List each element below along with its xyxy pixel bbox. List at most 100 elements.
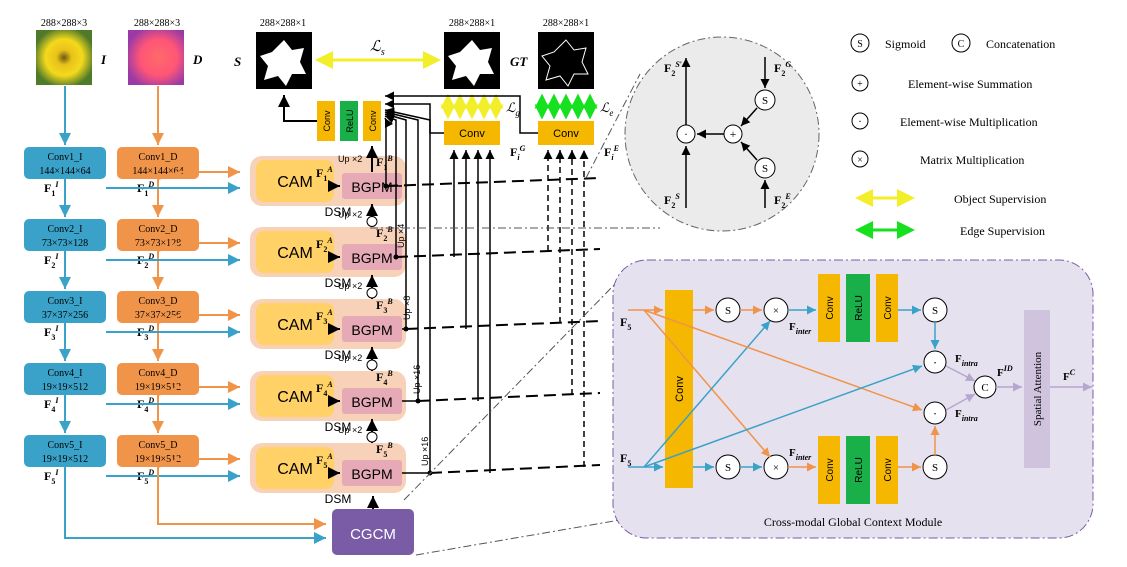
cgcm-mult-bottom [923, 401, 947, 425]
rgb-encoder-name: Conv5_I [48, 440, 83, 451]
cgcm-bottom-relu-label: ReLU [854, 457, 865, 483]
zoom-mult-sym: · [684, 127, 688, 141]
cam-label: CAM [277, 245, 313, 262]
fa-label: F2A [316, 236, 333, 254]
cam-label: CAM [277, 389, 313, 406]
saliency-shape [260, 40, 306, 86]
depth-encoder-size: 37×37×256 [135, 310, 181, 321]
depth-encoder-size: 19×19×512 [135, 454, 181, 465]
up2-label: Up ×2 [338, 425, 362, 435]
depth-input-label: D [192, 52, 203, 67]
zoom-sigmoid-bottom [754, 157, 776, 179]
cgcm-f-inter-i: Finter [789, 321, 812, 336]
zoom-sigmoid-top [754, 89, 776, 111]
cgcm-top-conv-2-label: Conv [883, 296, 894, 319]
rgb-dim-label: 288×288×3 [41, 18, 87, 29]
junction-dot [415, 398, 421, 404]
head-to-s-arrow [278, 95, 317, 122]
fa-label: F3A [316, 308, 333, 326]
cgcm-zoom-line-2 [415, 519, 621, 556]
cgcm-top-relu-label: ReLU [854, 295, 865, 321]
fb-label: F2B [376, 225, 393, 243]
legend-sigmoid: Sigmoid [885, 37, 926, 51]
cgcm-bottom-relu [846, 436, 870, 504]
bgpm-label: BGPM [351, 322, 392, 338]
legend-matrix-icon [851, 150, 869, 168]
bgpm-block [342, 173, 402, 199]
depth5-to-cgcm-arrow [157, 467, 326, 530]
legend-edge-supervision: Edge Supervision [960, 224, 1045, 238]
zoom-arrow-s1 [740, 107, 758, 127]
legend-sigmoid-sym: S [857, 39, 863, 50]
objconv-to-head-arrow [385, 99, 444, 134]
depth-to-cam-arrow [157, 309, 240, 324]
zoom-line-1 [585, 73, 641, 179]
zoom-arrow-s2 [740, 141, 758, 161]
cgcm-f5d: F5 [620, 315, 631, 332]
dsm-label: DSM [325, 420, 352, 434]
cgcm-sigmoid-top-sym: S [725, 305, 731, 317]
cgcm-f-inter-d: Finter [789, 447, 812, 462]
head-conv-1 [317, 101, 335, 141]
rgb-encoder: Conv1_I144×144×64F1IConv2_I73×73×128F2IC… [24, 86, 106, 486]
bgpm-block [342, 244, 402, 270]
cgcm-block [332, 509, 414, 555]
cgcm-top-conv-1-label: Conv [825, 296, 836, 319]
cgcm-matmul-top-sym: × [773, 305, 779, 317]
object-supervision-arrows [440, 93, 504, 120]
depth-encoder-size: 19×19×512 [135, 382, 181, 393]
cam-label: CAM [277, 461, 313, 478]
cgcm-f-intra-d: Fintra [955, 408, 978, 423]
rgb-feature-label: F1I [44, 180, 59, 198]
cgcm-mult-top-sym: · [933, 355, 937, 370]
bgpm-label: BGPM [351, 394, 392, 410]
cgcm-f-c: FC [1063, 368, 1076, 383]
cgcm-bottom-conv-2-label: Conv [883, 458, 894, 481]
rgb-encoder-block [24, 147, 106, 179]
loss-s: ℒs [370, 39, 385, 58]
rgb-feature-label: F2I [44, 252, 59, 270]
fb-label: F5B [376, 441, 393, 459]
dashed-feature-line [405, 320, 601, 330]
legend-multiplication: Element-wise Multiplication [900, 115, 1038, 129]
cgcm-sigmoid-bottom2-sym: S [932, 462, 938, 474]
depth-encoder-name: Conv1_D [139, 152, 178, 163]
edge-conv-label: Conv [553, 128, 579, 140]
cgcm-mult-bottom-sym: · [933, 406, 937, 421]
fb-label: F4B [376, 369, 393, 387]
cgcm-f-id: FID [997, 364, 1013, 379]
legend-summation: Element-wise Summation [908, 77, 1032, 91]
rgb-encoder-block [24, 219, 106, 251]
cgcm-zoom-line-1 [403, 282, 617, 501]
junction-dot [403, 326, 409, 332]
rgb-encoder-size: 19×19×512 [42, 454, 88, 465]
bgpm-block [342, 388, 402, 414]
depth-encoder-block [117, 147, 199, 179]
upsample-node [366, 431, 378, 443]
cam-label: CAM [277, 174, 313, 191]
rgb-encoder-size: 37×37×256 [42, 310, 88, 321]
cgcm-concat-sym: C [981, 382, 988, 394]
cgcm-bottom-conv-1-label: Conv [825, 458, 836, 481]
depth-encoder-size: 73×73×128 [135, 238, 181, 249]
cgcm-spatial-attention [1024, 310, 1050, 468]
cam-block [256, 447, 334, 489]
depth-encoder-name: Conv5_D [139, 440, 178, 451]
bgpm-label: BGPM [351, 250, 392, 266]
head-conv-2 [363, 101, 381, 141]
gt-shape [448, 40, 494, 86]
edge-supervision-arrows [534, 93, 598, 120]
rgb-encoder-name: Conv4_I [48, 368, 83, 379]
depth-to-cam-arrow [157, 166, 240, 180]
depth-encoder-name: Conv4_D [139, 368, 178, 379]
fb-label: F3B [376, 297, 393, 315]
depth-to-cam-arrow [157, 237, 240, 252]
edge-conv [538, 121, 594, 145]
object-conv-label: Conv [459, 128, 485, 140]
skip-to-head-line [384, 107, 431, 474]
legend-concat-icon [951, 33, 971, 53]
head-conv-1-label: Conv [322, 110, 332, 132]
rgb-encoder-name: Conv3_I [48, 296, 83, 307]
